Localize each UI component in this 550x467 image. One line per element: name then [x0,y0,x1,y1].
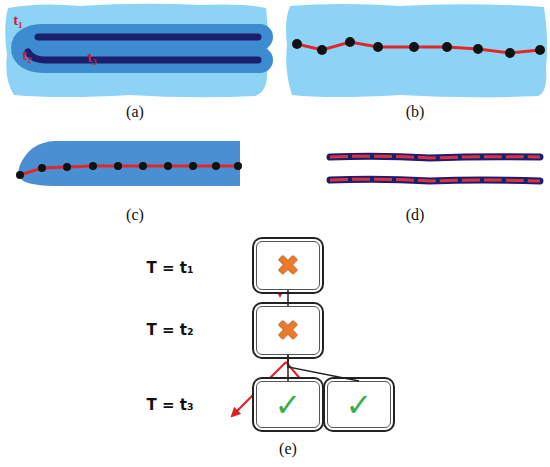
dashed-path [330,156,540,158]
time-step-label: T = t₃ [147,397,194,414]
trajectory-band [18,141,240,186]
trajectory-line [330,179,540,181]
panel-label: (e) [279,440,297,458]
tree-connector [287,290,289,306]
sample-point [114,162,122,170]
panel-label: (a) [126,103,144,121]
sampled-path [297,42,540,53]
sample-points [292,37,545,58]
sample-point [212,162,220,170]
scan-region-blob [286,4,547,97]
panel-label: (c) [126,206,144,224]
state-box: ✖ [256,306,320,355]
panel-label: (d) [406,206,425,224]
status-symbol: ✖ [276,317,299,345]
sample-point [442,42,452,52]
sample-point [89,162,97,170]
sample-points [16,162,242,179]
scan-region-blob [5,4,268,98]
sample-point [63,163,71,171]
panel-label: (b) [406,103,425,121]
sample-point [505,48,515,58]
fitted-path [20,166,238,175]
trajectory-line [330,156,540,158]
sample-point [373,42,383,52]
dashed-path [330,179,540,181]
sample-point [535,45,545,55]
sample-point [473,44,483,54]
status-symbol: ✖ [276,252,299,280]
trajectory-line [28,52,258,60]
trajectory-band [24,37,260,60]
sample-point [16,171,24,179]
state-box: ✓ [327,381,391,428]
status-symbol: ✓ [275,389,302,421]
sample-point [292,39,302,49]
state-box: ✖ [256,241,320,290]
sample-point [189,162,197,170]
time-step-label: T = t₂ [147,322,194,339]
sample-point [234,162,242,170]
sample-point [164,162,172,170]
time-tag: t₃ [87,49,97,66]
tree-connector [287,355,289,381]
sample-point [345,37,355,47]
time-tag: t₁ [13,12,23,29]
sample-point [38,164,46,172]
status-symbol: ✓ [346,389,373,421]
time-tag: t₂ [22,47,32,64]
sample-point [317,45,327,55]
tree-connector [288,355,359,381]
state-box: ✓ [256,381,320,428]
sample-point [139,162,147,170]
time-step-label: T = t₁ [147,260,194,277]
trajectory-line [38,34,258,41]
sample-point [409,42,419,52]
